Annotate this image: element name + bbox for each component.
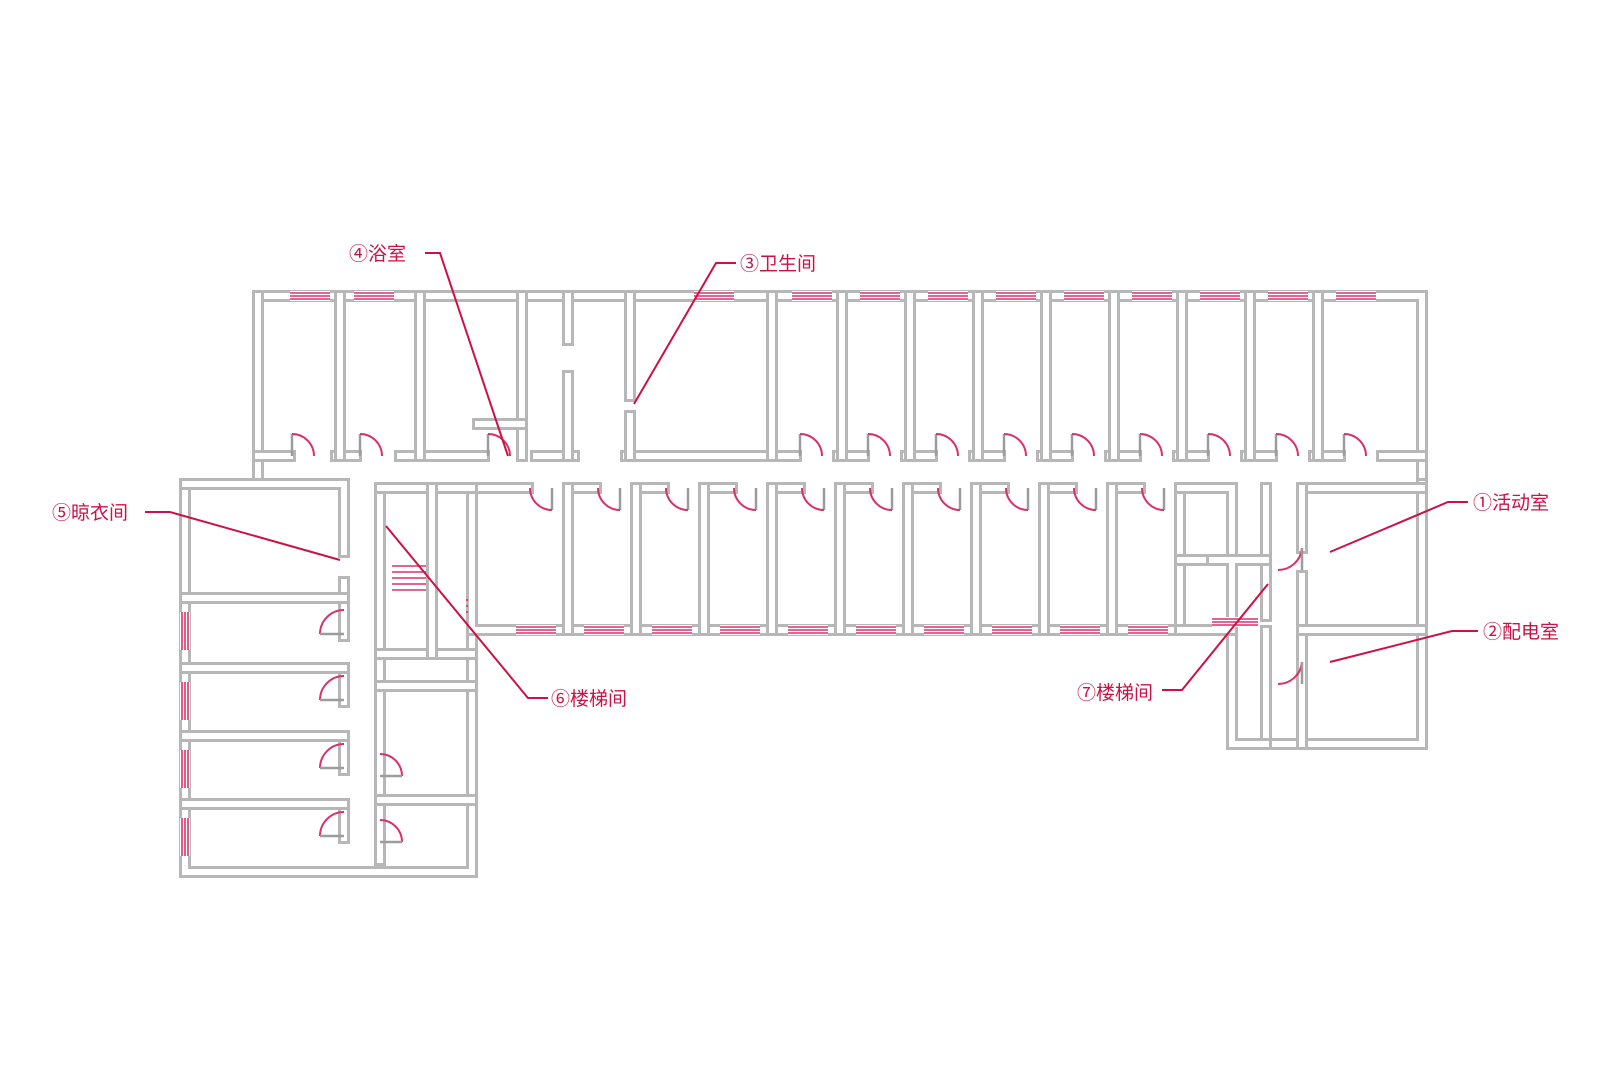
door-swing: [1005, 487, 1029, 511]
door-swing: [379, 819, 403, 843]
leader-line: [1329, 630, 1478, 663]
door-swing: [1139, 433, 1163, 457]
label-bathroom: ④浴室: [349, 243, 407, 265]
door-swing: [869, 487, 893, 511]
wall-core: [182, 481, 347, 555]
wall-core: [1263, 481, 1425, 747]
leader-line: [1162, 583, 1269, 691]
wall-core: [469, 485, 1183, 633]
leader-line: [425, 252, 509, 457]
door-swing: [799, 433, 823, 457]
wall-segment: [179, 478, 350, 558]
door-swing: [319, 609, 345, 635]
door-swing: [1003, 433, 1027, 457]
door-swing: [319, 743, 345, 769]
leader-line: [145, 511, 341, 561]
door-swing: [319, 811, 345, 837]
door-swing: [867, 433, 891, 457]
door-swing: [1275, 433, 1299, 457]
label-power-room: ②配电室: [1483, 621, 1560, 643]
door-swing: [379, 753, 403, 777]
label-restroom: ③卫生间: [740, 253, 817, 275]
door-swing: [937, 487, 961, 511]
door-swing: [1343, 433, 1367, 457]
door-swing: [1073, 487, 1097, 511]
door-swing: [529, 487, 553, 511]
leader-line: [633, 262, 736, 405]
leader-line: [385, 525, 548, 699]
wall-segment: [1206, 554, 1272, 750]
door-swing: [359, 433, 383, 457]
walls: [179, 290, 1428, 878]
leader-line: [1329, 501, 1468, 553]
leader-lines: [145, 252, 1478, 699]
wall-core: [182, 293, 261, 487]
doors: [290, 433, 1367, 844]
wall-core: [255, 293, 1425, 487]
door-swing: [319, 675, 345, 701]
door-swing: [665, 487, 689, 511]
label-stairwell-7: ⑦楼梯间: [1077, 682, 1154, 704]
windows: [180, 291, 1376, 856]
door-swing: [733, 487, 757, 511]
door-swing: [935, 433, 959, 457]
label-drying-room: ⑤晾衣间: [52, 502, 129, 524]
label-stairwell-6: ⑥楼梯间: [551, 688, 628, 710]
wall-segment: [1174, 482, 1238, 566]
door-swing: [1071, 433, 1095, 457]
label-activity-room: ①活动室: [1473, 492, 1550, 514]
wall-core: [1209, 557, 1269, 747]
door-swing: [1207, 433, 1231, 457]
stairs: [392, 565, 468, 613]
wall-segment: [179, 290, 264, 490]
door-swing: [291, 433, 315, 457]
door-swing: [597, 487, 621, 511]
wall-segment: [466, 482, 1186, 636]
door-swing: [1141, 487, 1165, 511]
wall-core: [1177, 485, 1235, 563]
door-swing: [801, 487, 825, 511]
